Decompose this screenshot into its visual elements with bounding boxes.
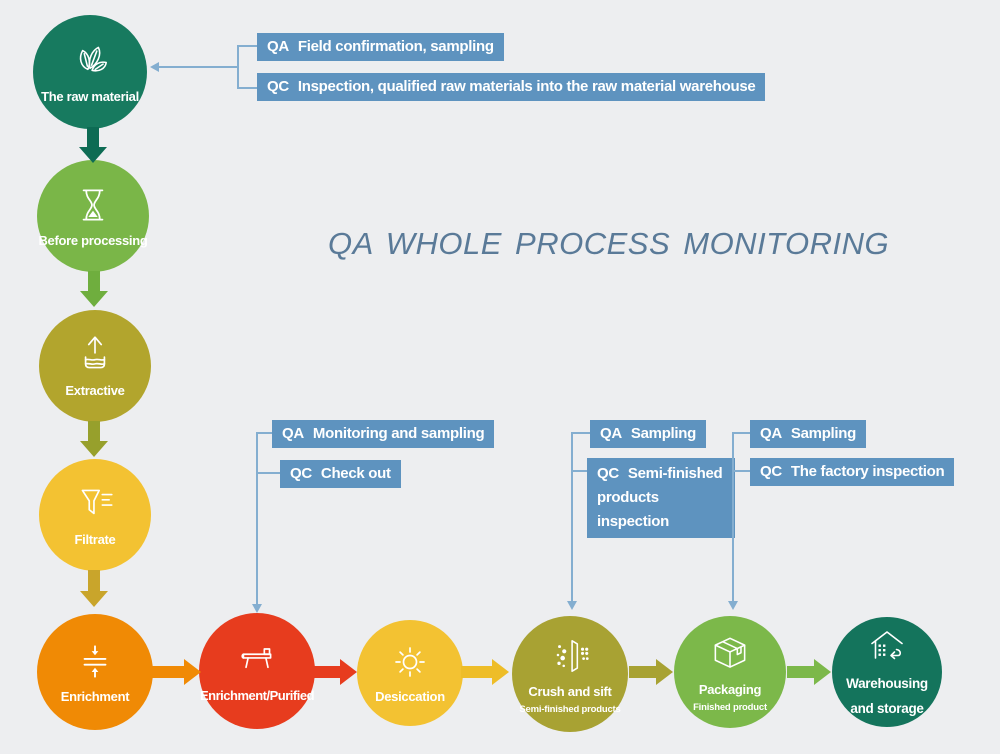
stage-label: Enrichment/Purified: [199, 688, 315, 704]
callout-prefix: QC: [267, 78, 289, 95]
stage-node-crush-and-sift: Crush and sift Semi-finished products: [512, 616, 628, 732]
flow-arrow-head: [184, 659, 201, 685]
box-icon: [714, 637, 746, 669]
stage-label: Extractive: [65, 383, 125, 399]
callout-qa-raw-material: QA Field confirmation, sampling: [257, 33, 504, 61]
connector-line: [573, 432, 590, 434]
flow-arrow-head: [340, 659, 357, 685]
stage-node-warehousing: Warehousing and storage: [832, 617, 942, 727]
flow-arrow-shaft: [88, 570, 100, 592]
connector-line: [238, 45, 257, 47]
flow-arrow-head: [80, 291, 108, 307]
compress-icon: [83, 645, 107, 678]
connector-line: [158, 66, 238, 68]
callout-text: Field confirmation, sampling: [297, 38, 494, 55]
callout-prefix: QA: [267, 38, 289, 55]
flow-arrow-head: [79, 147, 107, 163]
connector-arrowhead-down: [728, 601, 738, 610]
sun-icon: [395, 647, 425, 678]
stage-label: Warehousing and storage: [846, 676, 928, 716]
sieve-icon: [556, 640, 589, 673]
warehouse-icon: [871, 631, 903, 660]
callout-text: Semi-finished products inspection: [597, 465, 723, 530]
funnel-icon: [81, 489, 113, 515]
connector-arrowhead-down: [252, 604, 262, 613]
flow-arrow-head: [656, 659, 673, 685]
flow-arrow-shaft: [314, 666, 340, 678]
callout-qc-packaging: QC The factory inspection: [750, 458, 955, 486]
stage-sublabel: Semi-finished products: [519, 703, 621, 715]
callout-prefix: QC: [597, 465, 619, 482]
press-machine-icon: [241, 648, 272, 669]
connector-line: [237, 45, 239, 89]
flow-arrow-shaft: [629, 666, 656, 678]
stage-label: Packaging: [698, 682, 762, 698]
callout-text: Inspection, qualified raw materials into…: [297, 78, 756, 95]
flow-arrow-shaft: [88, 271, 100, 292]
callout-qc-enrichment-purified: QC Check out: [280, 460, 401, 488]
extract-container-icon: [84, 336, 106, 369]
callout-text: Check out: [320, 465, 391, 482]
callout-text: Sampling: [790, 425, 857, 442]
connector-arrowhead-left: [150, 62, 159, 72]
stage-label: Enrichment: [60, 689, 130, 705]
flow-arrow-shaft: [88, 421, 100, 442]
connector-line: [258, 432, 272, 434]
connector-line: [732, 432, 734, 602]
flow-arrow-shaft: [461, 666, 492, 678]
flow-arrow-shaft: [87, 127, 99, 148]
connector-line: [258, 472, 280, 474]
flow-arrow-head: [814, 659, 831, 685]
stage-label: Filtrate: [74, 532, 116, 548]
connector-arrowhead-down: [567, 601, 577, 610]
stage-node-before-processing: Before processing: [37, 160, 149, 272]
stage-label: Crush and sift: [528, 684, 612, 700]
stage-node-enrichment: Enrichment: [37, 614, 153, 730]
stage-label: The raw material: [41, 89, 139, 105]
callout-prefix: QA: [600, 425, 622, 442]
connector-line: [734, 470, 750, 472]
page-title: QA WHOLE PROCESS MONITORING: [328, 226, 890, 261]
flow-arrow-head: [492, 659, 509, 685]
callout-text: Monitoring and sampling: [312, 425, 485, 442]
hourglass-icon: [82, 189, 104, 221]
leaves-icon: [79, 47, 107, 72]
stage-label: Before processing: [38, 233, 148, 249]
callout-prefix: QA: [282, 425, 304, 442]
callout-prefix: QA: [760, 425, 782, 442]
connector-line: [571, 432, 573, 602]
callout-qc-raw-material: QC Inspection, qualified raw materials in…: [257, 73, 766, 101]
stage-node-raw-material: The raw material: [33, 15, 147, 129]
flow-arrow-head: [80, 441, 108, 457]
stage-node-desiccation: Desiccation: [357, 620, 463, 726]
stage-label: Desiccation: [375, 689, 445, 705]
callout-qa-packaging: QA Sampling: [750, 420, 867, 448]
callout-text: The factory inspection: [790, 463, 945, 480]
connector-line: [256, 432, 258, 605]
connector-line: [734, 432, 750, 434]
callout-prefix: QC: [290, 465, 312, 482]
stage-node-enrichment-purified: Enrichment/Purified: [199, 613, 315, 729]
connector-line: [238, 87, 257, 89]
callout-qa-crush-and-sift: QA Sampling: [590, 420, 707, 448]
stage-sublabel: Finished product: [693, 701, 767, 713]
stage-node-filtrate: Filtrate: [39, 459, 151, 571]
flow-arrow-shaft: [152, 666, 184, 678]
flow-arrow-shaft: [787, 666, 814, 678]
flow-arrow-head: [80, 591, 108, 607]
connector-line: [573, 470, 587, 472]
callout-prefix: QC: [760, 463, 782, 480]
callout-qa-enrichment-purified: QA Monitoring and sampling: [272, 420, 495, 448]
stage-node-extractive: Extractive: [39, 310, 151, 422]
callout-text: Sampling: [630, 425, 697, 442]
stage-node-packaging: Packaging Finished product: [674, 616, 786, 728]
